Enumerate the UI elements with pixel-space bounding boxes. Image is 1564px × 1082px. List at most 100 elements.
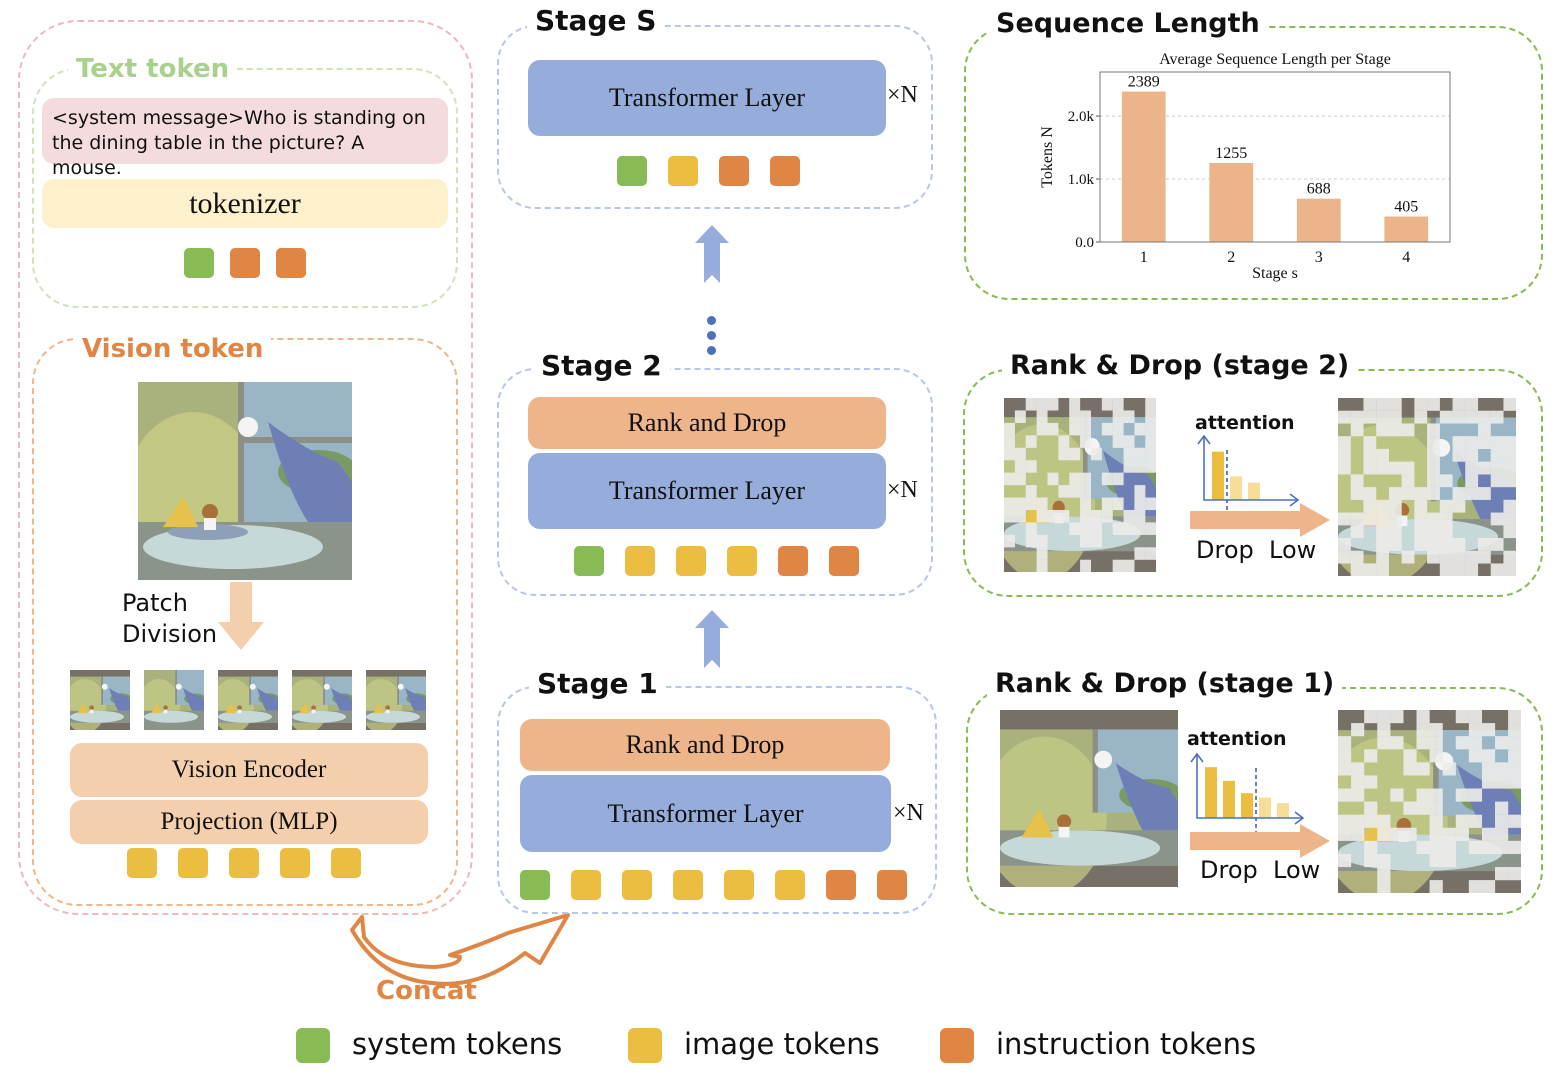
attention-bar <box>1277 803 1289 818</box>
image-legend-label: image tokens <box>684 1027 880 1061</box>
instruction-legend-label: instruction tokens <box>996 1027 1257 1061</box>
stage-1-attention-label: attention <box>1187 728 1287 750</box>
input-panel <box>18 20 473 915</box>
stage-1-output-image <box>1338 710 1521 893</box>
stage-2-transformer-layer: Transformer Layer <box>528 453 886 529</box>
text-token-group <box>32 68 458 308</box>
system-token <box>520 870 550 900</box>
stage-s-transformer-layer: Transformer Layer <box>528 60 886 136</box>
image-token <box>331 848 361 878</box>
plot-frame <box>1099 71 1451 243</box>
up-arrow-icon <box>695 225 729 283</box>
y-tick-label: 0.0 <box>1075 235 1094 251</box>
text-token-title: Text token <box>68 56 238 82</box>
tom-and-jerry-image <box>138 382 352 580</box>
bar-stage-2 <box>1209 162 1254 242</box>
x-tick-label: 2 <box>1227 249 1235 266</box>
attention-bar <box>1205 767 1217 818</box>
rank-drop-stage-1-title: Rank & Drop (stage 1) <box>987 670 1343 697</box>
system-legend-label: system tokens <box>352 1027 563 1061</box>
attention-bar <box>1241 793 1253 818</box>
instruction-token <box>276 248 306 278</box>
stage-1-attention-chart <box>1190 752 1305 834</box>
attention-bar <box>1223 780 1235 818</box>
stage-2-group <box>497 368 933 596</box>
instruction-token <box>829 546 859 576</box>
image-token <box>127 848 157 878</box>
image-token <box>280 848 310 878</box>
image-token <box>571 870 601 900</box>
stage-2-rank-drop-label: Rank and Drop <box>627 408 787 437</box>
instruction-token <box>877 870 907 900</box>
message-bubble: <system message>Who is standing on the d… <box>42 98 448 179</box>
patch-division-label: Patch Division <box>122 588 217 650</box>
bar-value-label: 1255 <box>1215 145 1247 162</box>
image-token <box>676 546 706 576</box>
system-token <box>184 248 214 278</box>
stage-s-group <box>497 25 933 209</box>
bar-value-label: 405 <box>1394 199 1418 216</box>
stage-s-repeat-label: ×N <box>887 82 918 108</box>
x-axis-label: Stage s <box>1252 265 1298 282</box>
x-tick-label: 3 <box>1315 249 1323 266</box>
sequence-length-chart: Average Sequence Length per Stage0.01.0k… <box>1039 51 1451 282</box>
stage-1-transformer-layer: Transformer Layer <box>520 775 891 852</box>
stage-1-rank-drop-label: Rank and Drop <box>625 730 785 759</box>
instruction-token <box>770 156 800 186</box>
instruction-legend-swatch <box>940 1028 974 1063</box>
system-token <box>574 546 604 576</box>
bar-value-label: 2389 <box>1128 74 1160 91</box>
stage-s-title: Stage S <box>527 7 665 35</box>
vision-token-title: Vision token <box>74 336 272 362</box>
image-token <box>668 156 698 186</box>
stage-1-transformer-label: Transformer Layer <box>607 798 804 828</box>
stage-2-drop-low-label: Drop Low <box>1196 536 1317 564</box>
x-tick-label: 4 <box>1402 249 1410 266</box>
patch-division-arrow-icon <box>218 582 264 650</box>
up-arrow-icon <box>695 610 729 668</box>
image-patch <box>70 670 130 730</box>
stage-1-drop-low-label: Drop Low <box>1200 856 1321 884</box>
image-legend-swatch <box>628 1028 662 1063</box>
image-token <box>673 870 703 900</box>
instruction-token <box>778 546 808 576</box>
vision-encoder-block: Vision Encoder <box>70 743 428 797</box>
stage-2-input-image <box>1004 398 1156 572</box>
stage-s-transformer-label: Transformer Layer <box>608 83 806 112</box>
projection-block: Projection (MLP) <box>70 800 428 844</box>
projection-label: Projection (MLP) <box>160 808 338 835</box>
image-token <box>625 546 655 576</box>
attention-bar <box>1248 482 1260 500</box>
image-token <box>622 870 652 900</box>
image-token <box>775 870 805 900</box>
system-legend-swatch <box>296 1028 330 1063</box>
attention-axis <box>1196 754 1303 819</box>
stage-2-attention-chart <box>1197 434 1300 516</box>
drop-arrow-icon <box>1190 824 1330 858</box>
image-patch <box>366 670 426 730</box>
image-patch <box>144 670 204 730</box>
bar-value-label: 688 <box>1307 181 1331 198</box>
stage-1-input-image <box>1000 710 1178 887</box>
stage-1-group <box>497 686 937 914</box>
bar-stage-4 <box>1384 216 1429 242</box>
stage-2-repeat-label: ×N <box>887 477 918 503</box>
bar-stage-1 <box>1121 91 1166 242</box>
drop-arrow-icon <box>1190 503 1330 537</box>
patch-label-line1: Patch <box>122 589 188 617</box>
concat-arrow-icon <box>350 913 570 986</box>
rank-drop-stage-2-title: Rank & Drop (stage 2) <box>1002 352 1358 379</box>
instruction-token <box>230 248 260 278</box>
image-token <box>178 848 208 878</box>
attention-bar <box>1259 797 1271 818</box>
image-token <box>727 546 757 576</box>
stage-1-repeat-label: ×N <box>893 800 924 826</box>
y-axis-label: Tokens N <box>1039 126 1056 188</box>
ellipsis-dots <box>707 316 716 355</box>
sequence-length-title: Sequence Length <box>988 10 1268 37</box>
instruction-token <box>826 870 856 900</box>
image-patch <box>292 670 352 730</box>
message-text: <system message>Who is standing on the d… <box>52 107 426 179</box>
attention-axis <box>1203 436 1298 501</box>
stage-1-rank-drop-block: Rank and Drop <box>520 719 890 771</box>
